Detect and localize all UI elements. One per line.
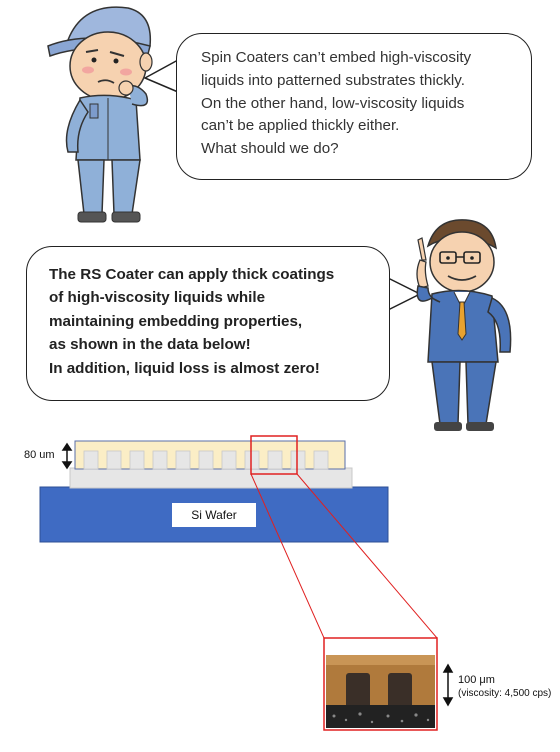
worker-speech-bubble: Spin Coaters can’t embed high-viscosity … bbox=[176, 33, 532, 180]
businessman-illustration bbox=[416, 219, 512, 431]
businessman-bubble-line: The RS Coater can apply thick coatings bbox=[49, 266, 335, 283]
patterned-substrate bbox=[69, 467, 353, 489]
worker-bubble-line: liquids into patterned substrates thickl… bbox=[201, 71, 465, 89]
businessman-speech-bubble: The RS Coater can apply thick coatings o… bbox=[26, 246, 390, 401]
worker-bubble-line: can’t be applied thickly either. bbox=[201, 117, 400, 135]
scale-label: 100 μm bbox=[458, 674, 495, 686]
zoom-highlight-box bbox=[250, 435, 298, 475]
worker-bubble-line: Spin Coaters can’t embed high-viscosity bbox=[201, 49, 472, 66]
worker-bubble-line: On the other hand, low-viscosity liquids bbox=[201, 94, 465, 112]
businessman-bubble-line: as shown in the data below! bbox=[49, 336, 251, 354]
coating-layer bbox=[74, 440, 346, 470]
worker-bubble-line: What should we do? bbox=[201, 140, 339, 158]
viscosity-label: (viscosity: 4,500 cps) bbox=[458, 688, 552, 699]
businessman-bubble-line: of high-viscosity liquids while bbox=[49, 289, 266, 307]
businessman-bubble-line: In addition, liquid loss is almost zero! bbox=[49, 359, 320, 377]
micrograph-image bbox=[323, 637, 438, 731]
worker-illustration bbox=[47, 6, 153, 223]
businessman-bubble-line: maintaining embedding properties, bbox=[49, 312, 303, 330]
si-wafer-label: Si Wafer bbox=[172, 503, 256, 527]
thickness-label: 80 um bbox=[24, 449, 55, 461]
